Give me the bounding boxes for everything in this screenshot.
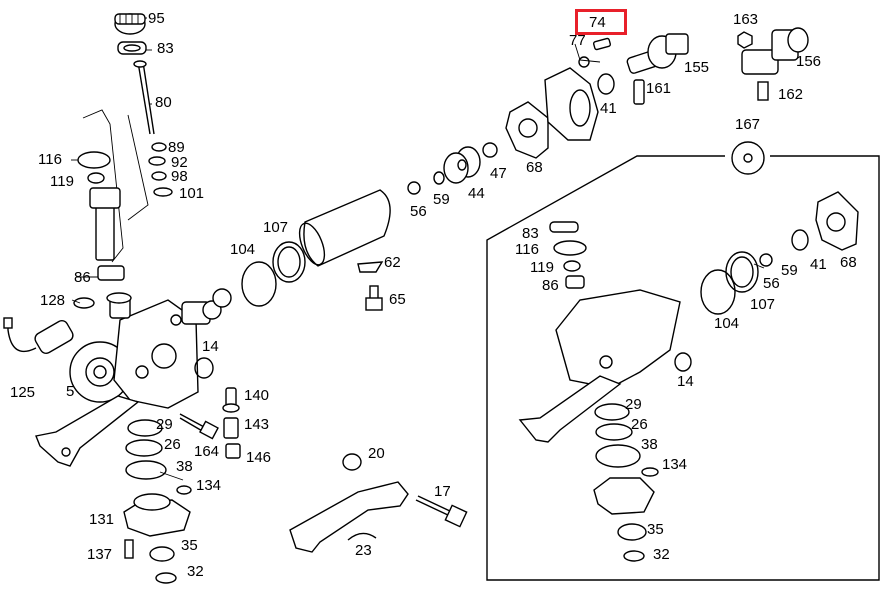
part-label-20[interactable]: 20 [368, 445, 385, 462]
part-label-104[interactable]: 104 [230, 241, 256, 258]
inset-part-label-119[interactable]: 119 [530, 259, 554, 276]
inset-part-label-107[interactable]: 107 [750, 296, 776, 313]
part-label-17[interactable]: 17 [434, 483, 451, 500]
part-label-116[interactable]: 116 [38, 151, 62, 168]
filler-cap [114, 13, 146, 35]
part-label-47[interactable]: 47 [490, 165, 507, 182]
inset-frame [486, 155, 880, 581]
part-label-14[interactable]: 14 [202, 338, 219, 355]
part-label-80[interactable]: 80 [155, 94, 172, 111]
part-label-26[interactable]: 26 [164, 436, 181, 453]
part-label-125[interactable]: 125 [10, 384, 36, 401]
part-label-162[interactable]: 162 [778, 86, 804, 103]
part-label-164[interactable]: 164 [194, 443, 220, 460]
inset-part-label-56[interactable]: 56 [763, 275, 780, 292]
part-label-5[interactable]: 5 [66, 383, 75, 400]
inset-part-label-35[interactable]: 35 [647, 521, 664, 538]
part-label-146[interactable]: 146 [246, 449, 272, 466]
inset-part-label-32[interactable]: 32 [653, 546, 670, 563]
part-label-23[interactable]: 23 [355, 542, 372, 559]
part-label-32[interactable]: 32 [187, 563, 204, 580]
part-label-44[interactable]: 44 [468, 185, 485, 202]
part-label-86[interactable]: 86 [74, 269, 91, 286]
part-label-98[interactable]: 98 [171, 168, 188, 185]
part-label-161[interactable]: 161 [646, 80, 672, 97]
part-label-59[interactable]: 59 [433, 191, 450, 208]
inset-part-label-38[interactable]: 38 [641, 436, 658, 453]
part-label-131[interactable]: 131 [89, 511, 115, 528]
pump-body [69, 288, 232, 409]
highlight-box [575, 9, 627, 35]
part-label-65[interactable]: 65 [389, 291, 406, 308]
inset-part-label-134[interactable]: 134 [662, 456, 688, 473]
inset-part-label-86[interactable]: 86 [542, 277, 559, 294]
part-label-92[interactable]: 92 [171, 154, 188, 171]
inset-part-label-26[interactable]: 26 [631, 416, 648, 433]
part-label-137[interactable]: 137 [87, 546, 113, 563]
inset-part-label-59[interactable]: 59 [781, 262, 798, 279]
inset-part-label-41[interactable]: 41 [810, 256, 827, 273]
part-label-38[interactable]: 38 [176, 458, 193, 475]
part-label-156[interactable]: 156 [796, 53, 822, 70]
part-label-95[interactable]: 95 [148, 10, 165, 27]
part-label-83[interactable]: 83 [157, 40, 174, 57]
highlighted-part-label[interactable]: 74 [589, 14, 606, 31]
part-label-89[interactable]: 89 [168, 139, 185, 156]
part-label-29[interactable]: 29 [156, 416, 173, 433]
part-label-128[interactable]: 128 [40, 292, 66, 309]
part-label-119[interactable]: 119 [50, 173, 74, 190]
part-label-107[interactable]: 107 [263, 219, 289, 236]
part-label-163[interactable]: 163 [733, 11, 759, 28]
part-label-68[interactable]: 68 [526, 159, 543, 176]
part-label-56[interactable]: 56 [410, 203, 427, 220]
part-label-155[interactable]: 155 [684, 59, 710, 76]
part-label-140[interactable]: 140 [244, 387, 270, 404]
inset-part-label-83[interactable]: 83 [522, 225, 539, 242]
part-label-143[interactable]: 143 [244, 416, 270, 433]
part-label-41[interactable]: 41 [600, 100, 617, 117]
part-label-167[interactable]: 167 [735, 116, 761, 133]
inset-part-label-104[interactable]: 104 [714, 315, 740, 332]
part-label-35[interactable]: 35 [181, 537, 198, 554]
inset-part-label-14[interactable]: 14 [677, 373, 694, 390]
inset-part-label-29[interactable]: 29 [625, 396, 642, 413]
inset-part-label-68[interactable]: 68 [840, 254, 857, 271]
part-label-134[interactable]: 134 [196, 477, 222, 494]
part-label-62[interactable]: 62 [384, 254, 401, 271]
inset-part-label-116[interactable]: 116 [515, 241, 539, 258]
part-label-101[interactable]: 101 [179, 185, 205, 202]
part-label-77[interactable]: 77 [569, 32, 586, 49]
